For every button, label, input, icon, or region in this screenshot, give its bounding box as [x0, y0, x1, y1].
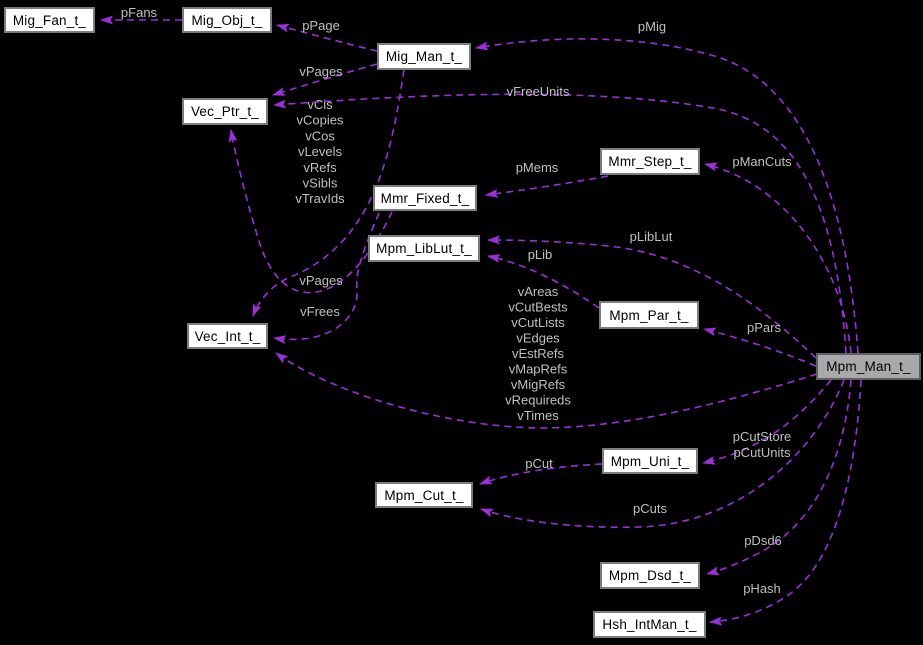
- edge-label-pLibLut: pLibLut: [630, 229, 673, 244]
- edge-mig-man-vec-int: [252, 69, 405, 317]
- edge-label-vEdges: vEdges: [516, 331, 560, 346]
- edge-label-vSibls: vSibls: [303, 176, 338, 191]
- node-vec-int[interactable]: Vec_Int_t_: [187, 323, 268, 349]
- node-mpm-man[interactable]: Mpm_Man_t_: [816, 353, 921, 380]
- node-mig-fan[interactable]: Mig_Fan_t_: [4, 7, 95, 33]
- edge-label-pCutUnits: pCutUnits: [733, 445, 791, 460]
- node-mmr-fixed[interactable]: Mmr_Fixed_t_: [373, 185, 477, 211]
- node-mpm-par[interactable]: Mpm_Par_t_: [599, 301, 699, 329]
- edge-label-pLib: pLib: [528, 247, 553, 262]
- edge-label-vAreas: vAreas: [518, 284, 559, 299]
- edge-mig-man-mig-obj: [276, 23, 378, 52]
- edge-mpm-man-mpm-par: [703, 327, 817, 367]
- edge-mpm-man-mmr-step: [704, 162, 852, 354]
- edge-mmr-step-mmr-fixed: [485, 175, 609, 198]
- edge-label-pFans: pFans: [121, 5, 158, 20]
- edge-label-vMigRefs: vMigRefs: [511, 377, 566, 392]
- node-mpm-liblut[interactable]: Mpm_LibLut_t_: [368, 235, 480, 262]
- node-mig-obj[interactable]: Mig_Obj_t_: [182, 7, 272, 33]
- edge-label-vCopies: vCopies: [297, 113, 344, 128]
- edge-label-pMems: pMems: [516, 160, 559, 175]
- edge-label-vCos: vCos: [305, 128, 335, 143]
- edge-mmr-fixed-vec-ptr: [228, 129, 393, 294]
- edge-label-vPages: vPages: [299, 273, 343, 288]
- node-vec-ptr[interactable]: Vec_Ptr_t_: [182, 98, 268, 125]
- edge-label-vTravIds: vTravIds: [295, 191, 345, 206]
- node-hsh-intman[interactable]: Hsh_IntMan_t_: [593, 611, 706, 638]
- edge-label-vRefs: vRefs: [303, 160, 337, 175]
- edge-label-pMig: pMig: [638, 19, 666, 34]
- edge-label-pHash: pHash: [743, 581, 781, 596]
- edge-label-vCis: vCis: [307, 97, 333, 112]
- edge-label-vLevels: vLevels: [298, 144, 343, 159]
- edge-label-vEstRefs: vEstRefs: [512, 346, 565, 361]
- edge-mpm-par-mpm-liblut: [487, 254, 600, 309]
- edge-mpm-man-mpm-uni: [702, 379, 832, 465]
- node-mpm-uni[interactable]: Mpm_Uni_t_: [602, 448, 698, 474]
- edge-mpm-man-mpm-dsd: [706, 379, 852, 576]
- node-mpm-cut[interactable]: Mpm_Cut_t_: [375, 482, 473, 508]
- edge-label-vFreeUnits: vFreeUnits: [507, 84, 570, 99]
- edge-label-vCutBests: vCutBests: [508, 300, 568, 315]
- edge-label-vFrees: vFrees: [300, 304, 340, 319]
- edge-label-vCutLists: vCutLists: [511, 315, 565, 330]
- edge-label-pPars: pPars: [747, 320, 781, 335]
- node-mig-man[interactable]: Mig_Man_t_: [377, 43, 471, 70]
- edge-label-vMapRefs: vMapRefs: [509, 362, 568, 377]
- edge-label-pPage: pPage: [302, 18, 340, 33]
- edge-mig-man-vec-ptr: [272, 63, 378, 96]
- node-mmr-step[interactable]: Mmr_Step_t_: [600, 148, 700, 175]
- edge-label-pDsd6: pDsd6: [744, 533, 782, 548]
- edge-mpm-man-mig-man: [475, 38, 859, 354]
- node-mpm-dsd[interactable]: Mpm_Dsd_t_: [600, 562, 700, 589]
- edge-label-pCut: pCut: [525, 456, 553, 471]
- edge-label-pCuts: pCuts: [633, 501, 667, 516]
- edge-label-vTimes: vTimes: [517, 408, 559, 423]
- edge-mpm-man-mpm-liblut: [487, 235, 817, 359]
- edge-label-vPages: vPages: [299, 64, 343, 79]
- edge-mpm-uni-mpm-cut: [479, 463, 603, 485]
- edge-label-pManCuts: pManCuts: [732, 154, 792, 169]
- edge-mpm-man-hsh-intman: [709, 379, 862, 626]
- edge-label-vRequireds: vRequireds: [505, 393, 571, 408]
- edge-label-pCutStore: pCutStore: [733, 429, 792, 444]
- edge-mpm-man-vec-ptr: [273, 93, 847, 354]
- edge-mpm-man-vec-int: [275, 352, 818, 429]
